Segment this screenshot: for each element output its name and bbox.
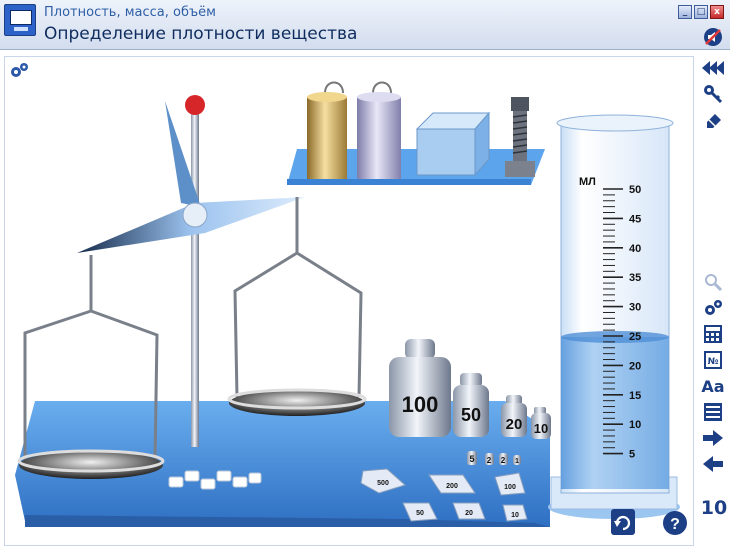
scale-pivot xyxy=(182,202,208,228)
weight-5-label: 5 xyxy=(469,454,474,464)
cylinder-scale-label: 15 xyxy=(629,390,641,402)
weight-20[interactable]: 20 xyxy=(501,395,527,437)
settings-gear-icon[interactable] xyxy=(11,63,28,77)
cylinder-scale-label: 20 xyxy=(629,360,641,372)
next-arrow-icon[interactable] xyxy=(700,426,726,450)
weight-10-label: 10 xyxy=(534,421,548,436)
plate-weights[interactable]: 500 200 100 50 20 10 xyxy=(360,468,528,522)
cylinder-scale-label: 30 xyxy=(629,302,641,314)
weight-100-label: 100 xyxy=(402,392,439,417)
plate-20-label: 20 xyxy=(465,510,473,517)
sound-off-icon[interactable] xyxy=(702,26,724,48)
svg-text:№: № xyxy=(708,357,719,367)
cylinder-water xyxy=(561,337,669,489)
cylinder-scale-label: 45 xyxy=(629,213,641,225)
lab-scene: 100 50 20 10 5 2 2 1 xyxy=(4,56,694,546)
weight-1-label: 1 xyxy=(515,458,519,465)
reset-button[interactable] xyxy=(611,509,635,535)
weight-10[interactable]: 10 xyxy=(531,407,551,439)
title-bar: Плотность, масса, объём Определение плот… xyxy=(0,0,730,50)
brass-cylinder-weight[interactable] xyxy=(307,81,347,180)
glass-cube[interactable] xyxy=(415,111,491,177)
eraser-icon[interactable] xyxy=(700,108,726,132)
plate-500-label: 500 xyxy=(377,480,389,487)
scale-pointer xyxy=(165,101,201,207)
weight-50-label: 50 xyxy=(461,405,481,425)
list-icon[interactable] xyxy=(700,400,726,424)
weight-100[interactable]: 100 xyxy=(389,339,451,437)
cylinder-unit-label: МЛ xyxy=(579,176,596,188)
weight-20-label: 20 xyxy=(506,416,523,433)
balance-scale[interactable] xyxy=(17,95,367,479)
cylinder-scale-label: 10 xyxy=(629,419,641,431)
lesson-subtitle: Плотность, масса, объём xyxy=(44,5,216,20)
weight-2b-label: 2 xyxy=(501,456,506,465)
weight-50[interactable]: 50 xyxy=(453,373,489,437)
close-button[interactable]: x xyxy=(710,5,724,19)
sugar-cubes[interactable] xyxy=(168,470,262,490)
tiny-weights[interactable]: 5 2 2 1 xyxy=(467,451,521,465)
notebook-icon[interactable]: № xyxy=(700,348,726,372)
cylinder-scale-label: 35 xyxy=(629,272,641,284)
window-controls: _ □ x xyxy=(678,5,724,19)
cylinder-scale-label: 25 xyxy=(629,331,641,343)
measuring-cylinder[interactable]: МЛ 50 45 40 35 30 25 20 15 10 5 xyxy=(548,114,680,519)
rewind-icon[interactable] xyxy=(700,56,726,80)
cylinder-scale-label: 50 xyxy=(629,184,641,196)
weight-2a-label: 2 xyxy=(487,456,492,465)
plate-200-label: 200 xyxy=(446,483,458,490)
maximize-button[interactable]: □ xyxy=(694,5,708,19)
gears-icon[interactable] xyxy=(700,296,726,320)
plate-10-label: 10 xyxy=(511,512,519,519)
right-pan xyxy=(229,390,365,416)
key-icon[interactable] xyxy=(700,82,726,106)
minimize-button[interactable]: _ xyxy=(678,5,692,19)
page-number: 10 xyxy=(700,497,728,519)
lesson-title: Определение плотности вещества xyxy=(44,24,358,44)
cylinder-scale xyxy=(603,188,623,455)
calculator-icon[interactable] xyxy=(700,322,726,346)
cylinder-scale-label: 40 xyxy=(629,243,641,255)
aluminium-cylinder-weight[interactable] xyxy=(357,81,401,180)
plate-100-label: 100 xyxy=(504,484,516,491)
cylinder-scale-label: 5 xyxy=(629,449,635,461)
svg-text:?: ? xyxy=(670,516,680,533)
steel-bolt[interactable] xyxy=(505,97,535,177)
scale-red-knob xyxy=(185,95,205,115)
app-computer-icon xyxy=(4,4,36,36)
prev-arrow-icon[interactable] xyxy=(700,452,726,476)
text-icon[interactable]: Aa xyxy=(701,376,725,396)
left-pan xyxy=(19,451,163,479)
help-button[interactable]: ? xyxy=(663,511,687,535)
scale-post xyxy=(191,107,199,447)
plate-50-label: 50 xyxy=(416,510,424,517)
magnifier-icon[interactable] xyxy=(700,270,726,294)
